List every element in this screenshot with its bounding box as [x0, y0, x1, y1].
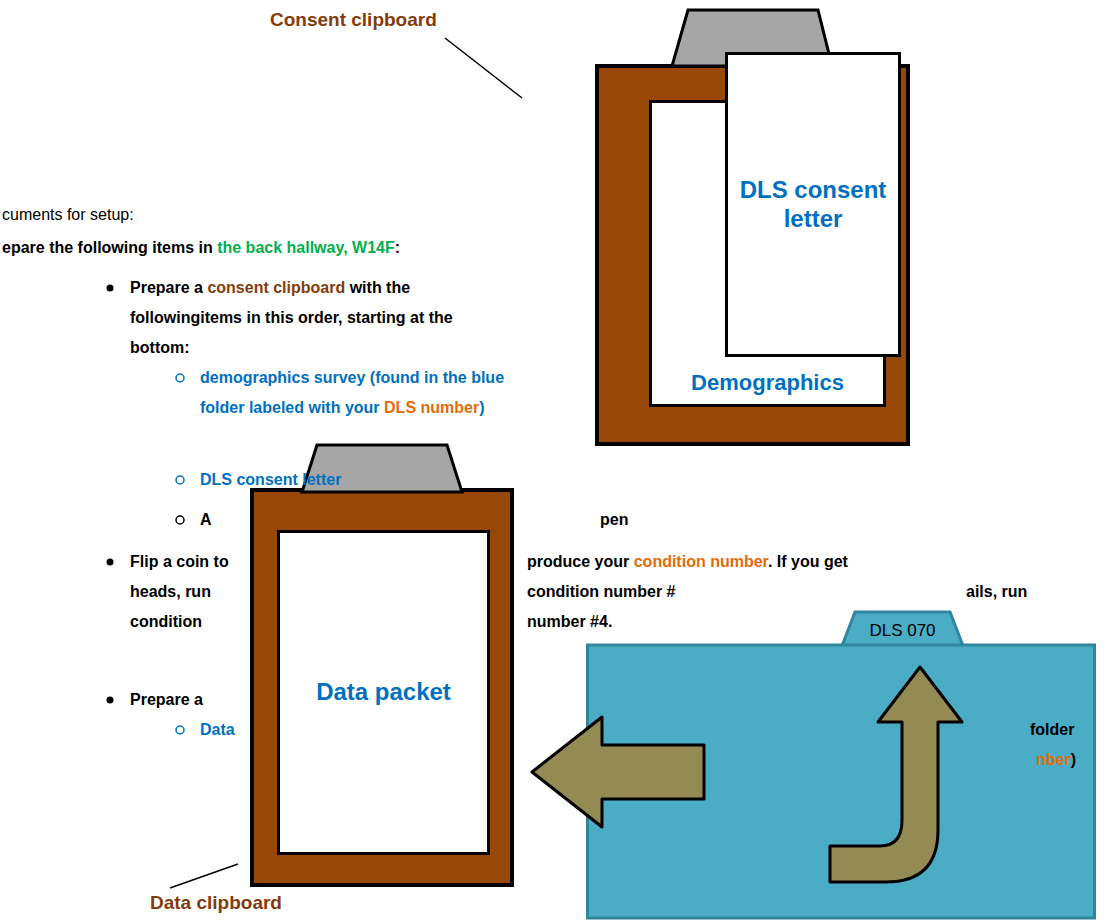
text-line: number #4. [527, 607, 612, 637]
paper-sheet: DLS consent letter [725, 52, 901, 357]
text-line: Data clipboard [150, 890, 282, 916]
document-text: : [395, 239, 400, 256]
text-line: cuments for setup: [2, 200, 134, 230]
text-line: Prepare aconsent clipboardwith the follo… [130, 273, 475, 363]
document-text: Prepare a [130, 691, 203, 708]
folder-tab-label: DLS 070 [869, 621, 935, 641]
leader-line [445, 38, 522, 98]
paper-title: Data packet [316, 678, 451, 707]
paper-title: DLS consent letter [738, 176, 888, 234]
bullet [107, 285, 114, 292]
paper-sheet: Data packet [277, 530, 490, 855]
document-text: ails, run [966, 583, 1027, 600]
text-line: demographics survey (found in the blue f… [200, 363, 510, 423]
leader-line [170, 864, 238, 888]
document-text: condition number [634, 553, 768, 570]
document-text: epare the following items in [2, 239, 213, 256]
document-text: Data clipboard [150, 892, 282, 913]
text-line: nber) [1036, 745, 1076, 775]
document-text: Prepare a [130, 279, 203, 296]
document-text: . If you get [768, 553, 848, 570]
document-text: A [200, 511, 212, 528]
bullet [107, 559, 114, 566]
document-text: ) [479, 399, 484, 416]
folder-tab-area: DLS 070 [840, 612, 965, 650]
document-text: DLS number [384, 399, 479, 416]
curved-arrow [830, 667, 962, 882]
text-line: ails, run [966, 577, 1027, 607]
document-text: DLS consent letter [200, 471, 341, 488]
text-line: folder [1030, 715, 1074, 745]
document-text: consent clipboard [207, 279, 345, 296]
document-text: Data [200, 721, 235, 738]
sub-bullet [176, 476, 184, 484]
text-line: condition [130, 607, 202, 637]
document-text: Consent clipboard [270, 9, 437, 30]
document-text: heads, run [130, 583, 211, 600]
document-text: number #4. [527, 613, 612, 630]
document-text: condition number # [527, 583, 675, 600]
text-line: Consent clipboard [270, 5, 437, 35]
text-line: Prepare a [130, 685, 203, 715]
document-text: produce your [527, 553, 629, 570]
paper-title: Demographics [691, 370, 844, 396]
block-arrow [532, 717, 704, 827]
text-line: heads, run [130, 577, 211, 607]
document-text: the back hallway, W14F [217, 239, 395, 256]
sub-bullet [176, 516, 184, 524]
text-line: DLS consent letter [200, 465, 341, 495]
sub-bullet [176, 726, 184, 734]
document-text: Flip a coin to [130, 553, 229, 570]
document-text: ) [1071, 751, 1076, 768]
text-line: condition number # [527, 577, 675, 607]
sub-bullet [176, 374, 184, 382]
bullet [107, 697, 114, 704]
document-text: condition [130, 613, 202, 630]
document-text: cuments for setup: [2, 206, 134, 223]
clipboard-board [252, 490, 512, 885]
text-line: epare the following items inthe back hal… [2, 233, 400, 263]
text-line: pen [600, 505, 628, 535]
text-line: produce your condition number. If you get [527, 547, 848, 577]
text-line: A [200, 505, 212, 535]
document-text: folder [1030, 721, 1074, 738]
document-text: pen [600, 511, 628, 528]
text-line: Data [200, 715, 235, 745]
document-text: nber [1036, 751, 1071, 768]
text-line: Flip a coin to [130, 547, 229, 577]
